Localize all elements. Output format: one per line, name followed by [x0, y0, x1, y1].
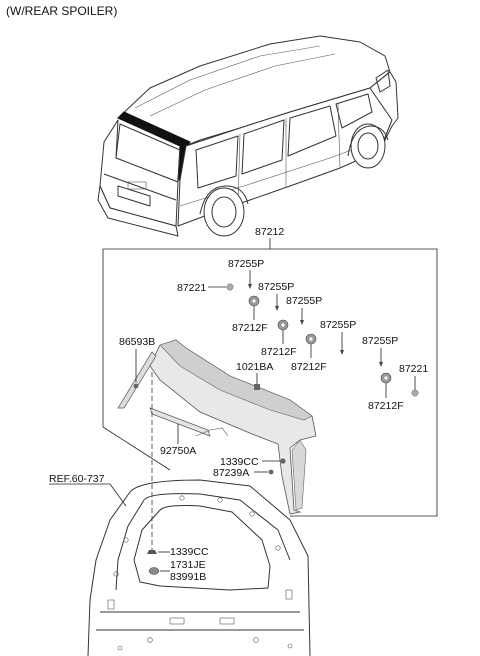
fastener-86593B	[133, 383, 139, 389]
label-1731JE: 1731JE	[170, 559, 206, 571]
label-87212F-1: 87212F	[232, 322, 268, 334]
ref-label: REF.60-737	[49, 473, 105, 485]
label-87255P-2: 87255P	[258, 281, 294, 293]
label-83991B: 83991B	[170, 571, 206, 583]
label-87212F-4: 87212F	[368, 400, 404, 412]
label-87221-left: 87221	[177, 282, 206, 294]
stop-lamp-92750A	[149, 407, 211, 437]
label-87212: 87212	[255, 226, 284, 238]
label-92750A: 92750A	[160, 445, 196, 457]
label-1021BA: 1021BA	[236, 361, 273, 373]
clip-87221-right	[411, 389, 419, 397]
tailgate-panel	[87, 479, 311, 656]
label-87255P-5: 87255P	[362, 335, 398, 347]
vehicle-illustration	[97, 35, 399, 237]
label-1339CC-bottom: 1339CC	[170, 546, 209, 558]
label-87212F-3: 87212F	[291, 361, 327, 373]
rear-spoiler-part	[149, 339, 317, 515]
bolt-1021BA	[254, 384, 260, 390]
bracket-86593B	[117, 351, 157, 409]
label-86593B: 86593B	[119, 336, 155, 348]
assembly-box	[103, 248, 438, 517]
fastener-1339CC-top	[280, 458, 286, 464]
grommet-1731JE	[148, 567, 160, 575]
label-1339CC-top: 1339CC	[220, 456, 259, 468]
label-87221-right: 87221	[399, 363, 428, 375]
fastener-1339CC-bottom	[147, 550, 157, 554]
nut-87239A	[268, 469, 274, 475]
label-87239A: 87239A	[213, 467, 249, 479]
label-87255P-3: 87255P	[286, 295, 322, 307]
label-87212F-2: 87212F	[261, 346, 297, 358]
clip-87221-left	[226, 283, 234, 291]
label-87255P-1: 87255P	[228, 258, 264, 270]
label-87255P-4: 87255P	[320, 319, 356, 331]
diagram-title: (W/REAR SPOILER)	[6, 4, 118, 18]
